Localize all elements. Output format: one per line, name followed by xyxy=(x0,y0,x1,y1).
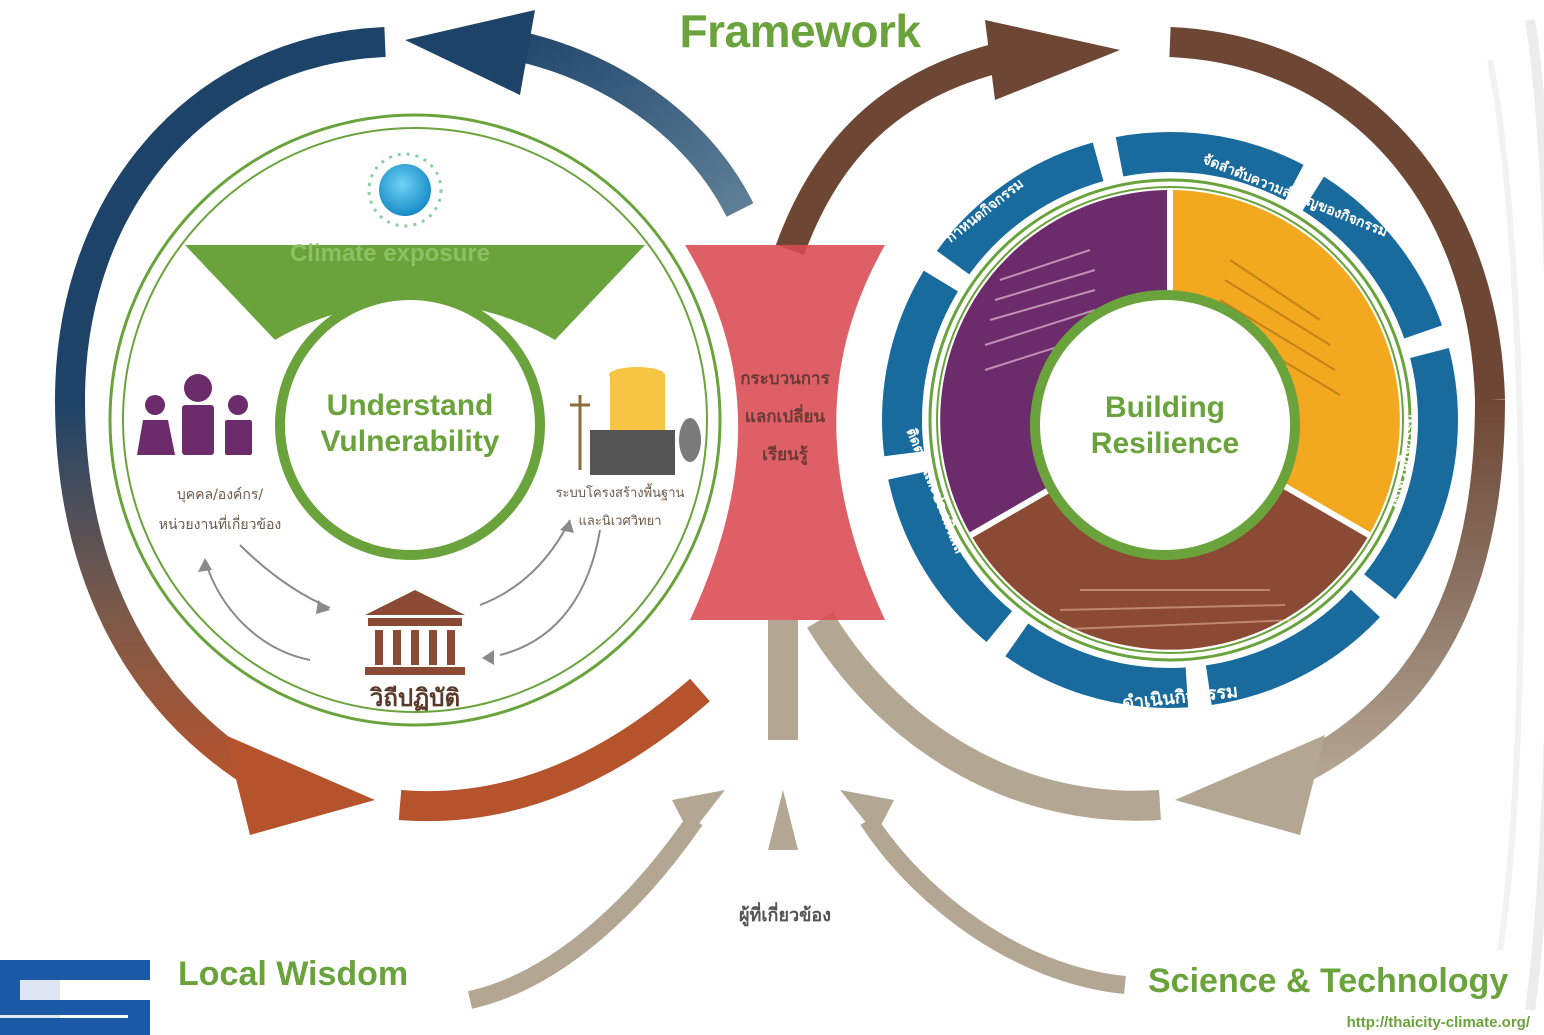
stakeholders-stem xyxy=(768,620,798,740)
understand-vulnerability-circle xyxy=(275,290,545,560)
right-cycle-arrow-upper xyxy=(1169,27,1505,401)
decorative-ring xyxy=(1525,19,1544,1011)
building-resilience-circle xyxy=(1030,290,1300,560)
infrastructure-label-line-1: ระบบโครงสร้างพื้นฐาน xyxy=(555,486,685,501)
building-line-2: Resilience xyxy=(1090,427,1240,460)
source-url[interactable]: http://thaicity-climate.org/ xyxy=(1346,1014,1530,1031)
right-green-ring xyxy=(928,178,1412,662)
left-cycle-arrowhead-bottom xyxy=(225,735,375,835)
right-green-ring-2 xyxy=(936,186,1404,654)
flow-arrow-4 xyxy=(479,519,571,606)
right-cycle-arrow-side xyxy=(1283,399,1505,789)
understand-line-2: Vulnerability xyxy=(320,425,500,458)
stakeholders-arrowhead-right xyxy=(840,790,894,835)
flow-arrow-3 xyxy=(499,529,601,656)
science-technology-label: Science & Technology xyxy=(1148,962,1509,1000)
people-label: บุคคล/องค์กร/ หน่วยงานที่เกี่ยวข้อง xyxy=(120,480,320,540)
infrastructure-label-line-2: และนิเวศวิทยา xyxy=(578,514,662,529)
building-icon xyxy=(365,590,465,675)
climate-exposure-label: Climate exposure xyxy=(289,240,491,267)
flow-arrow-1 xyxy=(204,559,311,661)
globe-icon xyxy=(375,160,435,220)
sa-logo xyxy=(0,960,150,1035)
left-inner-ring-2 xyxy=(122,127,708,713)
exchange-line-1: กระบวนการ xyxy=(740,369,830,389)
right-cycle-arrow-top xyxy=(775,40,1014,256)
understand-vulnerability-label: Understand Vulnerability xyxy=(300,388,520,460)
left-cycle-arrow-side xyxy=(55,399,273,793)
flow-arrowhead-2 xyxy=(482,650,494,665)
infrastructure-icon xyxy=(570,367,701,475)
flow-arrowhead-3 xyxy=(198,558,212,572)
exchange-line-2: แลกเปลี่ยน xyxy=(744,407,826,427)
right-cycle-arrow-bottom xyxy=(807,612,1161,821)
page-title: Framework xyxy=(679,5,921,57)
globe-icon-halo xyxy=(367,152,443,228)
left-cycle-arrow-upper xyxy=(55,27,386,401)
people-icon xyxy=(137,374,252,455)
stakeholders-arrow-left xyxy=(467,814,703,1009)
right-cycle-arrowhead-top xyxy=(985,20,1120,100)
left-cycle-arrowhead-top xyxy=(405,10,535,95)
right-cycle-arrowhead-bottom xyxy=(1175,735,1325,835)
exchange-label: กระบวนการ แลกเปลี่ยน เรียนรู้ xyxy=(705,360,865,474)
building-line-1: Building xyxy=(1105,391,1225,424)
local-wisdom-label: Local Wisdom xyxy=(178,955,409,993)
stakeholders-label: ผู้ที่เกี่ยวข้อง xyxy=(738,905,832,926)
understand-line-1: Understand xyxy=(326,389,494,422)
right-blue-ring xyxy=(882,132,1458,708)
exchange-hourglass xyxy=(685,245,885,620)
left-cycle-arrow-bottom xyxy=(398,678,710,822)
flow-arrowhead-1 xyxy=(316,600,330,614)
people-label-line-1: บุคคล/องค์กร/ xyxy=(176,487,264,503)
infrastructure-label: ระบบโครงสร้างพื้นฐาน และนิเวศวิทยา xyxy=(525,480,715,536)
building-resilience-label: Building Resilience xyxy=(1055,390,1275,462)
stakeholders-arrowhead-center xyxy=(768,790,798,850)
practice-label: วิถีปฏิบัติ xyxy=(369,684,461,712)
stakeholders-arrowhead-left xyxy=(672,790,725,835)
flow-arrowhead-4 xyxy=(560,520,574,533)
stakeholders-arrow-right xyxy=(860,815,1126,994)
people-label-line-2: หน่วยงานที่เกี่ยวข้อง xyxy=(158,517,282,533)
decorative-ring-2 xyxy=(1487,59,1525,951)
exchange-line-3: เรียนรู้ xyxy=(762,445,808,465)
